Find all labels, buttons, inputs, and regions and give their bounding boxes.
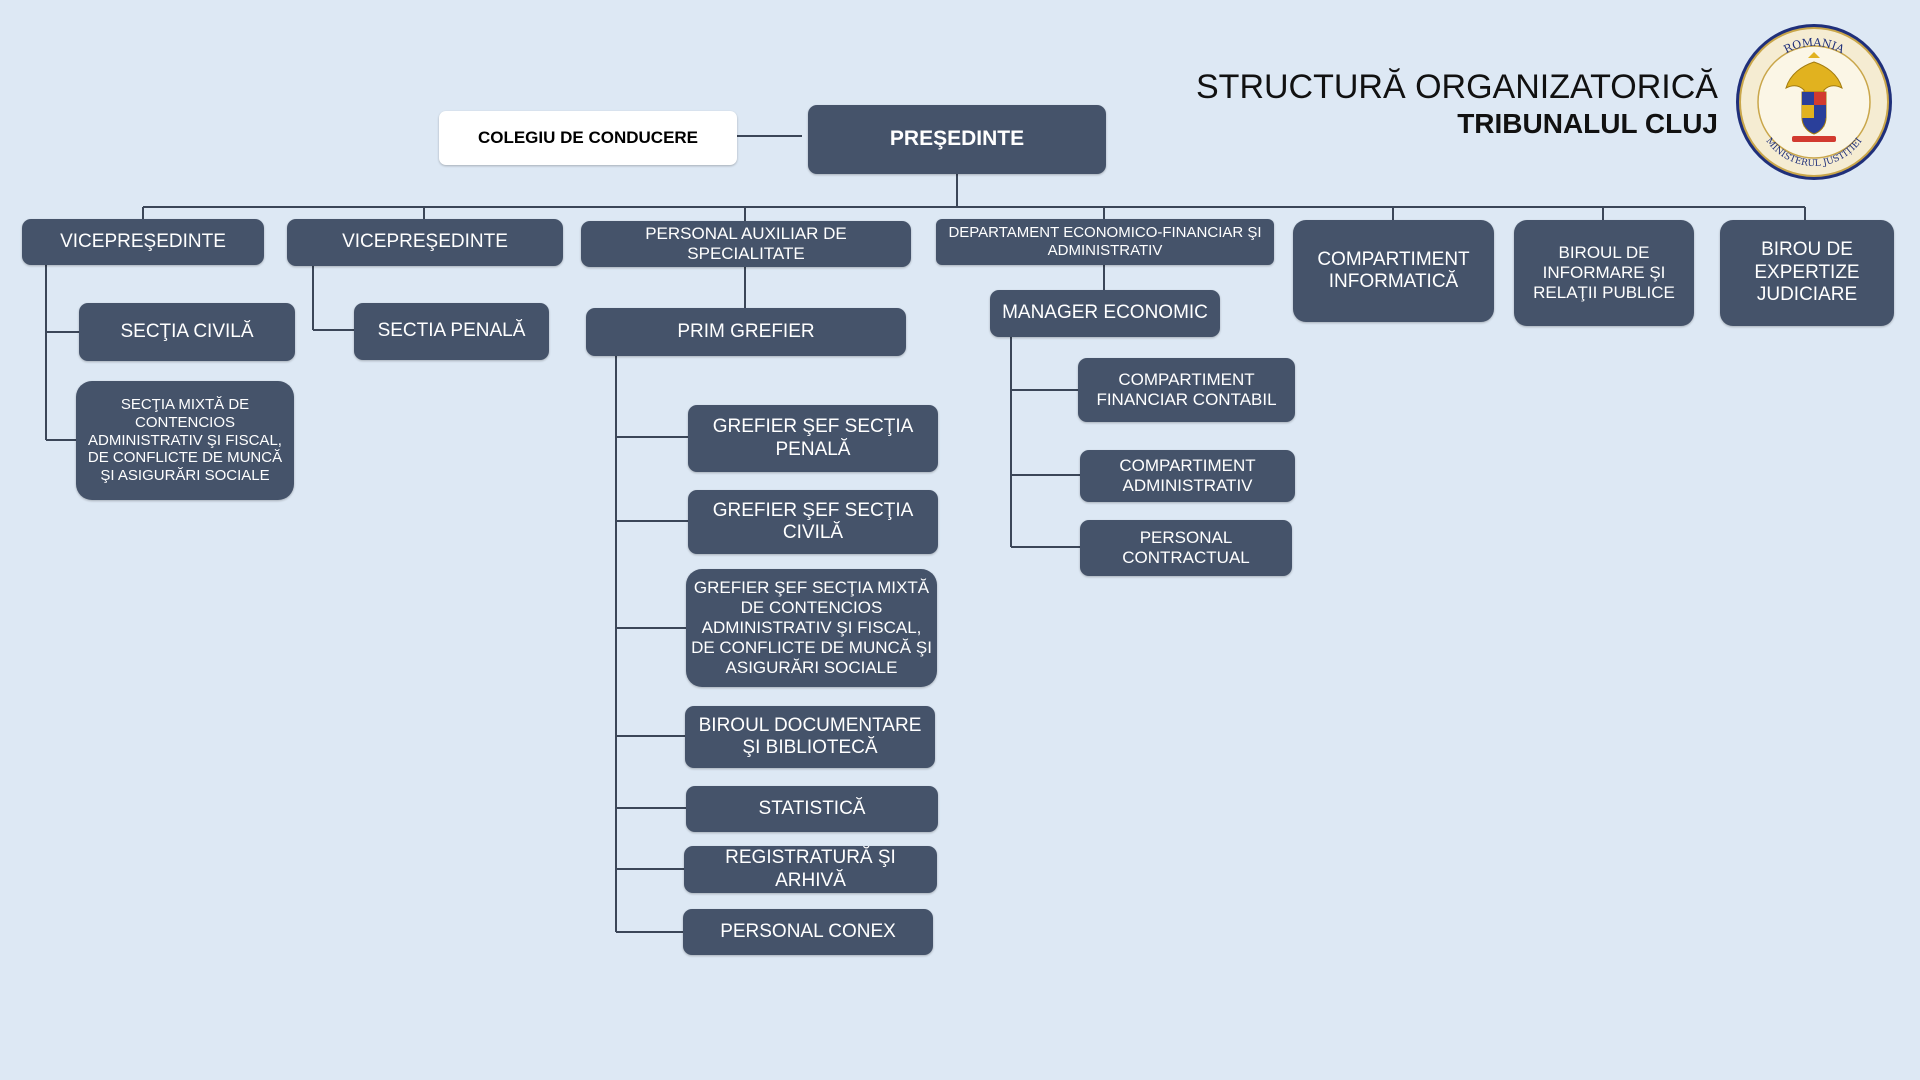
presedinte-box: PREŞEDINTE xyxy=(808,105,1106,174)
personal-conex-box: PERSONAL CONEX xyxy=(683,909,933,955)
page-title: STRUCTURĂ ORGANIZATORICĂ xyxy=(1196,68,1718,106)
vicepresedinte-box-1: VICEPREŞEDINTE xyxy=(22,219,264,265)
biroul-informare-box: BIROUL DE INFORMARE ŞI RELAŢII PUBLICE xyxy=(1514,220,1694,326)
sectia-mixta-box: SECŢIA MIXTĂ DE CONTENCIOS ADMINISTRATIV… xyxy=(76,381,294,500)
prim-grefier-box: PRIM GREFIER xyxy=(586,308,906,356)
grefier-sef-civila-box: GREFIER ŞEF SECŢIA CIVILĂ xyxy=(688,490,938,554)
personal-auxiliar-box: PERSONAL AUXILIAR DE SPECIALITATE xyxy=(581,221,911,267)
registratura-box: REGISTRATURĂ ŞI ARHIVĂ xyxy=(684,846,937,893)
biroul-documentare-box: BIROUL DOCUMENTARE ŞI BIBLIOTECĂ xyxy=(685,706,935,768)
svg-text:ROMANIA: ROMANIA xyxy=(1782,36,1848,57)
title-block: STRUCTURĂ ORGANIZATORICĂ TRIBUNALUL CLUJ xyxy=(1196,68,1718,141)
compartiment-informatica-box: COMPARTIMENT INFORMATICĂ xyxy=(1293,220,1494,322)
grefier-sef-penala-box: GREFIER ŞEF SECŢIA PENALĂ xyxy=(688,405,938,472)
colegiu-de-conducere-box: COLEGIU DE CONDUCERE xyxy=(439,111,737,165)
compartiment-financiar-box: COMPARTIMENT FINANCIAR CONTABIL xyxy=(1078,358,1295,422)
page-subtitle: TRIBUNALUL CLUJ xyxy=(1457,108,1718,140)
vicepresedinte-box-2: VICEPREŞEDINTE xyxy=(287,219,563,266)
compartiment-administrativ-box: COMPARTIMENT ADMINISTRATIV xyxy=(1080,450,1295,502)
statistica-box: STATISTICĂ xyxy=(686,786,938,832)
departament-economic-box: DEPARTAMENT ECONOMICO-FINANCIAR ŞI ADMIN… xyxy=(936,219,1274,265)
sectia-civila-box: SECŢIA CIVILĂ xyxy=(79,303,295,361)
personal-contractual-box: PERSONAL CONTRACTUAL xyxy=(1080,520,1292,576)
manager-economic-box: MANAGER ECONOMIC xyxy=(990,290,1220,337)
birou-expertize-box: BIROU DE EXPERTIZE JUDICIARE xyxy=(1720,220,1894,326)
sectia-penala-box: SECTIA PENALĂ xyxy=(354,303,549,360)
grefier-sef-mixta-box: GREFIER ŞEF SECŢIA MIXTĂ DE CONTENCIOS A… xyxy=(686,569,937,687)
ministry-seal: ROMANIA MINISTERUL JUSTIȚIEI xyxy=(1736,24,1892,180)
